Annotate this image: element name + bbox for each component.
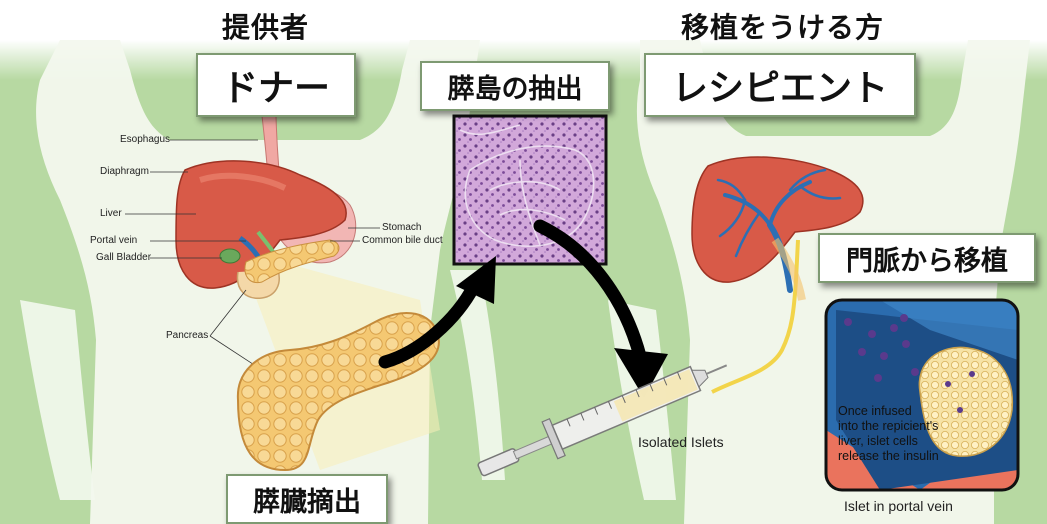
recipient-caption: 移植をうける方: [681, 6, 884, 46]
label-portal-vein: Portal vein: [90, 235, 137, 246]
inset-caption: Islet in portal vein: [844, 498, 953, 514]
inset-description: Once infused into the repicient's liver,…: [838, 404, 978, 464]
label-common-bile-duct: Common bile duct: [362, 235, 443, 246]
label-stomach: Stomach: [382, 222, 421, 233]
donor-caption: 提供者: [222, 6, 309, 46]
label-liver: Liver: [100, 208, 122, 219]
inset-line: Once infused: [838, 404, 978, 419]
label-pancreas: Pancreas: [166, 330, 208, 341]
inset-line: into the repicient's: [838, 419, 978, 434]
label-isolated-islets: Isolated Islets: [638, 434, 724, 450]
gall-bladder: [220, 249, 240, 263]
label-diaphragm: Diaphragm: [100, 166, 149, 177]
donor-title: ドナー: [196, 53, 356, 117]
recipient-title: レシピエント: [644, 53, 916, 117]
islet-histology-image: [454, 116, 606, 264]
inset-line: liver, islet cells: [838, 434, 978, 449]
isolation-title: 膵島の抽出: [420, 61, 610, 111]
label-esophagus: Esophagus: [120, 134, 170, 145]
label-gall-bladder: Gall Bladder: [96, 252, 151, 263]
resection-label: 膵臓摘出: [226, 474, 388, 524]
transplant-label: 門脈から移植: [818, 233, 1036, 283]
inset-line: release the insulin: [838, 449, 978, 464]
